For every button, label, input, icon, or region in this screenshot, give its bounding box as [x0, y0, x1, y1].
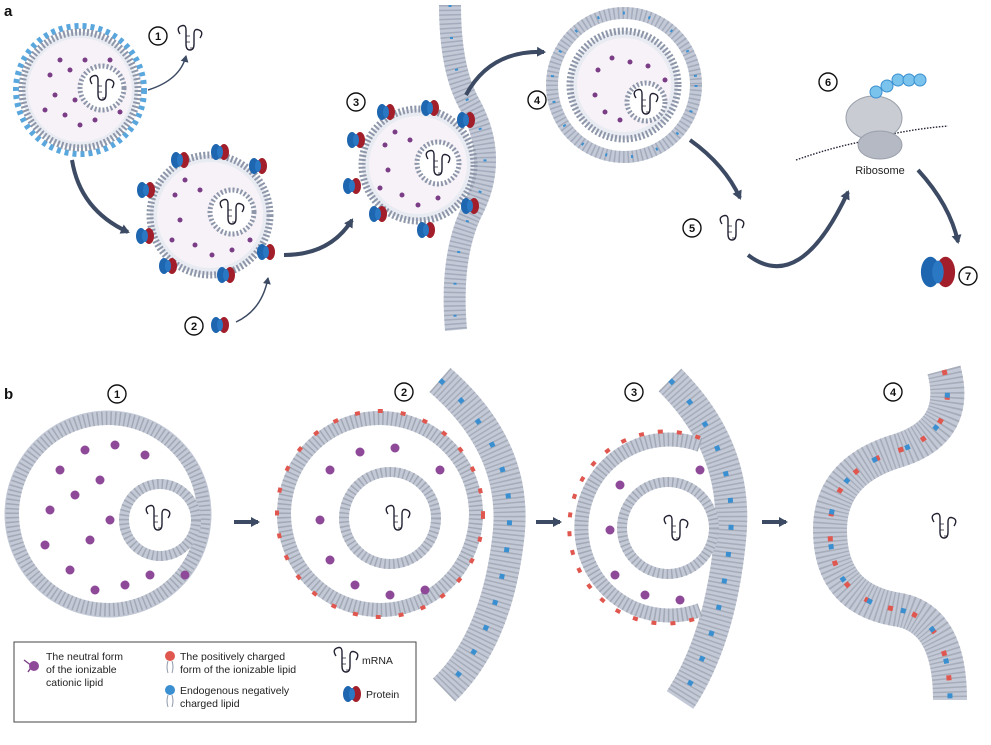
- step-a3-number: 3: [353, 97, 359, 109]
- step-b1-badge: 1: [107, 384, 127, 404]
- legend-negative-line1: Endogenous negatively: [180, 685, 290, 697]
- arrow-a4-to-a5: [688, 138, 742, 200]
- released-peg-icon: [177, 24, 203, 51]
- step-b2-number: 2: [401, 387, 407, 399]
- step-b4-number: 4: [890, 387, 897, 399]
- legend-protein-label: Protein: [366, 689, 399, 701]
- fused-membrane-b4: [812, 365, 967, 701]
- step-a1-badge: 1: [148, 26, 168, 46]
- lnp-b2-fusing: [275, 367, 526, 702]
- legend-neutral-line1: The neutral form: [46, 651, 123, 663]
- step-b4-badge: 4: [883, 382, 903, 402]
- step-a6-number: 6: [825, 77, 831, 89]
- ribosome: [795, 73, 949, 161]
- legend-neutral-line2: of the ionizable: [46, 664, 117, 676]
- step-b2-badge: 2: [394, 382, 414, 402]
- step-b3-badge: 3: [624, 382, 644, 402]
- legend-negative-line2: charged lipid: [180, 698, 240, 710]
- step-a5-badge: 5: [682, 218, 702, 238]
- arrow-protein-adsorb: [235, 277, 271, 323]
- step-a6-badge: 6: [818, 72, 838, 92]
- free-protein-icon: [211, 317, 229, 333]
- step-a7-number: 7: [965, 271, 971, 283]
- step-a4-badge: 4: [527, 90, 547, 110]
- lnp-with-peg: [13, 23, 147, 157]
- step-a5-number: 5: [689, 223, 695, 235]
- translated-protein: [920, 256, 956, 288]
- ribosome-label: Ribosome: [855, 165, 905, 177]
- step-b3-number: 3: [631, 387, 637, 399]
- step-a4-number: 4: [534, 95, 541, 107]
- arrow-a1-to-a2: [70, 159, 130, 234]
- peptide-chain: [869, 73, 927, 99]
- lnp-endocytosis: [343, 100, 479, 238]
- legend-mrna-label: mRNA: [362, 655, 393, 667]
- arrow-a6-to-a7: [916, 168, 962, 244]
- panel-a-label: a: [4, 3, 13, 20]
- step-a1-number: 1: [155, 31, 161, 43]
- legend-positive-line1: The positively charged: [180, 651, 285, 663]
- legend-protein-icon: [343, 686, 361, 702]
- step-a7-badge: 7: [958, 266, 978, 286]
- cytosolic-mrna-icon: [931, 512, 957, 539]
- legend-positive-lipid-icon: [165, 651, 175, 674]
- arrow-a2-to-a3: [283, 218, 354, 257]
- endosome: [546, 7, 702, 163]
- legend-positive-line2: form of the ionizable lipid: [180, 664, 296, 676]
- panel-b-label: b: [4, 386, 13, 403]
- lnp-b3-disrupting: [567, 368, 748, 709]
- legend-neutral-lipid-icon: [23, 659, 39, 673]
- step-a2-badge: 2: [184, 316, 204, 336]
- arrow-a5-to-a6: [746, 190, 850, 269]
- legend: The neutral form of the ionizable cation…: [13, 641, 417, 723]
- step-b1-number: 1: [114, 389, 120, 401]
- arrow-a3-to-a4: [464, 46, 546, 96]
- arrow-peg-shed: [147, 55, 189, 91]
- lnp-b1: [4, 410, 212, 618]
- lnp-protein-corona: [136, 144, 275, 283]
- step-a3-badge: 3: [346, 92, 366, 112]
- step-a2-number: 2: [191, 321, 197, 333]
- legend-negative-lipid-icon: [165, 685, 175, 708]
- released-mrna-icon: [719, 214, 745, 241]
- legend-neutral-line3: cationic lipid: [46, 677, 103, 689]
